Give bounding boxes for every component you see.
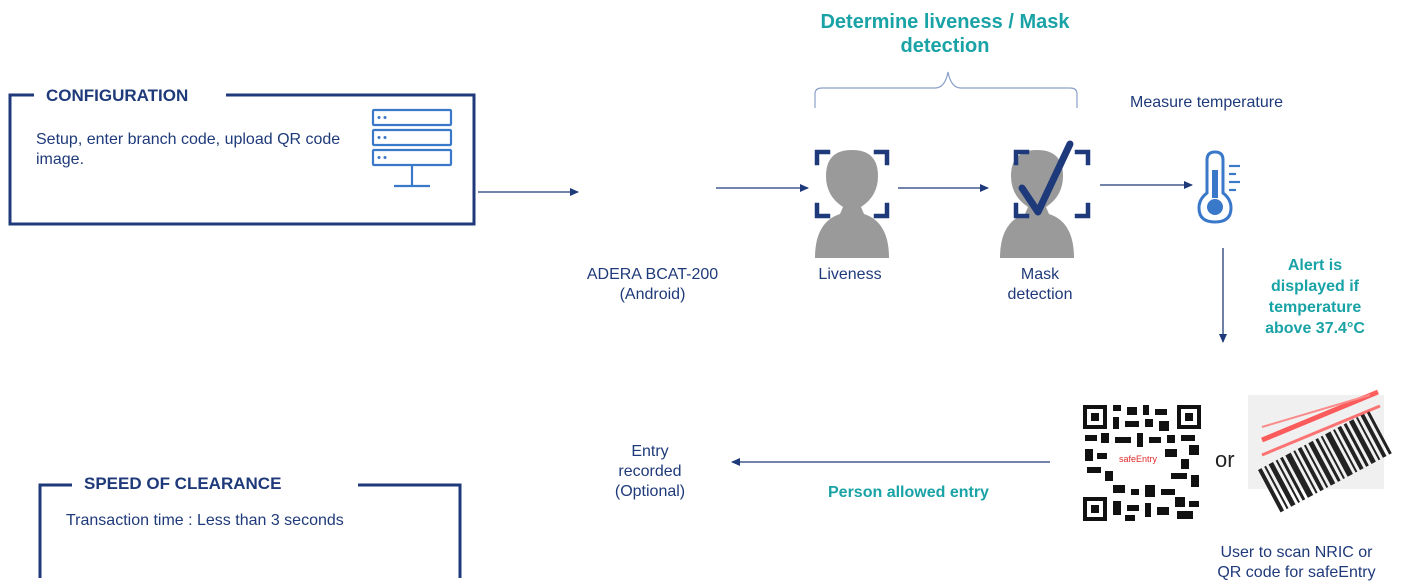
person-allowed-label: Person allowed entry <box>828 484 989 501</box>
server-icon <box>371 108 453 188</box>
barcode-icon <box>1248 389 1392 513</box>
qr-brand: safeEntry <box>1118 454 1158 464</box>
scan-caption-line1: User to scan NRIC or <box>1220 544 1373 561</box>
thermometer-icon <box>1197 150 1240 224</box>
page-title: Determine liveness / Mask detection <box>820 11 1070 57</box>
qr-code-icon <box>1083 405 1201 521</box>
speed-frame <box>38 483 462 578</box>
configuration-text: Setup, enter branch code, upload QR code… <box>36 131 341 168</box>
mask-label: Mask detection <box>990 265 1090 305</box>
brace <box>814 71 1078 108</box>
alert-text: Alert is displayed if temperature above … <box>1240 255 1390 339</box>
configuration-title: CONFIGURATION <box>34 86 201 106</box>
device-os: (Android) <box>619 286 686 303</box>
entry-recorded-line3: (Optional) <box>614 483 686 500</box>
alert-line4: above 37.4°C <box>1265 320 1365 337</box>
device-name: ADERA BCAT-200 <box>586 266 719 283</box>
or-label: or <box>1215 447 1235 472</box>
mask-label-line2: detection <box>1007 286 1073 303</box>
scan-caption: User to scan NRIC or QR code for safeEnt… <box>1180 543 1413 583</box>
alert-line2: displayed if <box>1270 278 1360 295</box>
alert-line3: temperature <box>1268 299 1362 316</box>
mask-label-line1: Mask <box>1020 266 1060 283</box>
speed-title: SPEED OF CLEARANCE <box>72 474 294 494</box>
temperature-label: Measure temperature <box>1130 94 1283 111</box>
entry-recorded-line1: Entry <box>631 443 669 460</box>
liveness-label: Liveness <box>818 266 882 283</box>
scan-caption-line2: QR code for safeEntry <box>1217 564 1376 581</box>
face-check-icon <box>1000 140 1091 258</box>
entry-recorded-label: Entry recorded (Optional) <box>595 442 705 502</box>
face-scan-icon <box>814 149 890 258</box>
speed-text: Transaction time : Less than 3 seconds <box>66 512 344 529</box>
configuration-frame <box>8 93 476 226</box>
entry-recorded-line2: recorded <box>618 463 682 480</box>
device-label: ADERA BCAT-200 (Android) <box>560 265 745 305</box>
alert-line1: Alert is <box>1287 257 1343 274</box>
